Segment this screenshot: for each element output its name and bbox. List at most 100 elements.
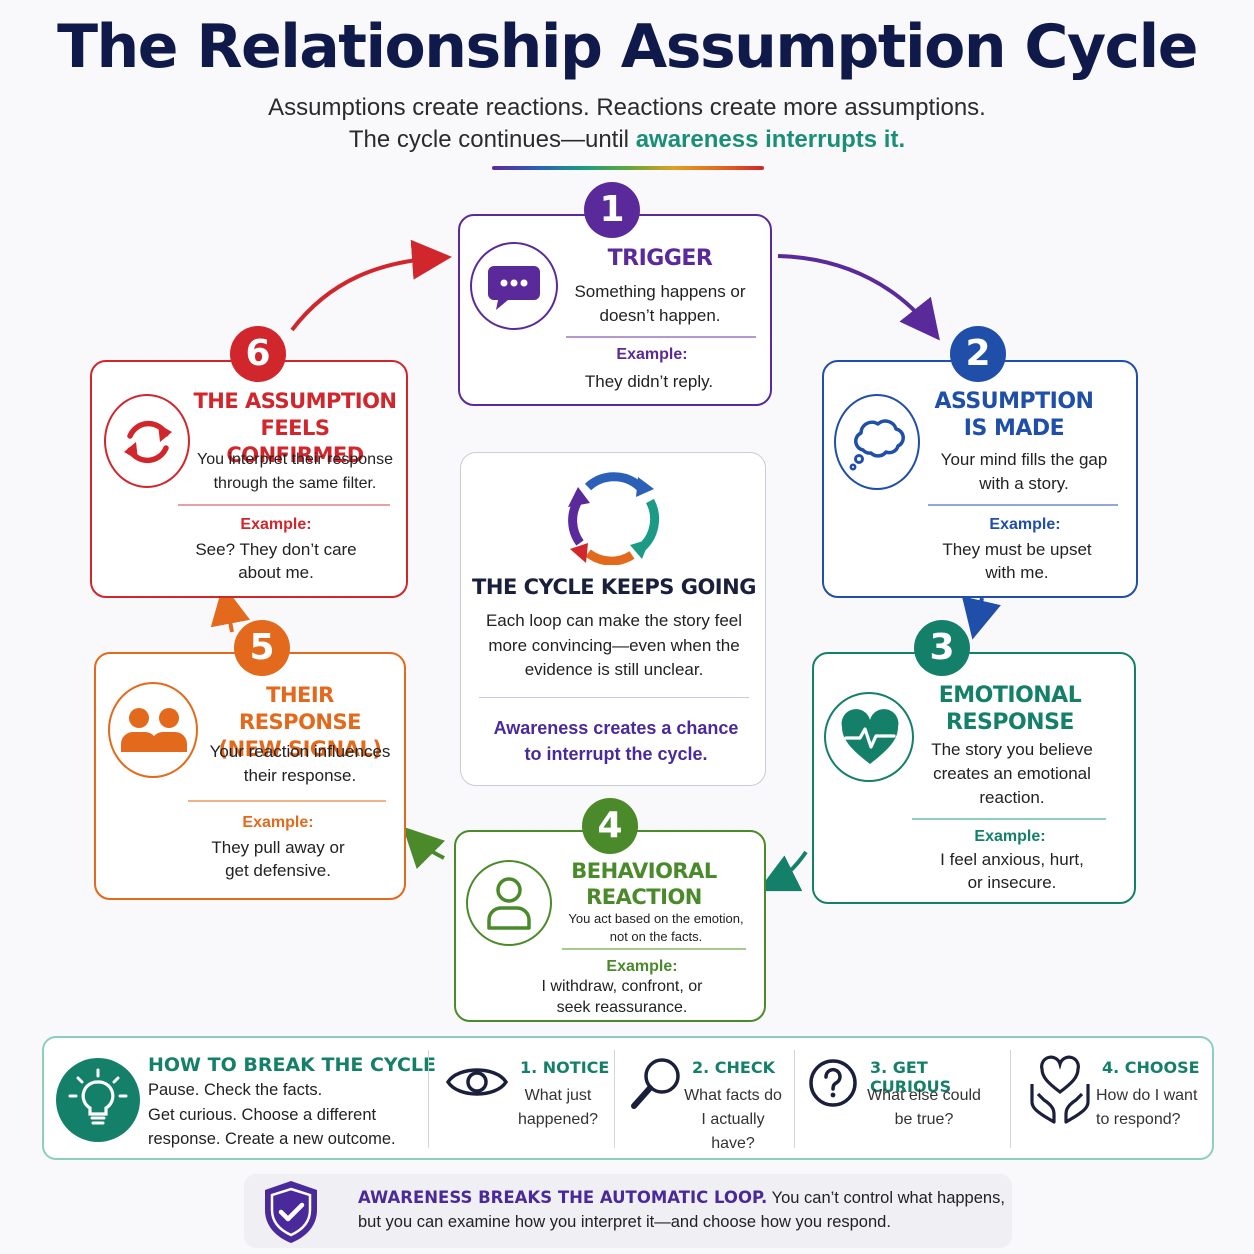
subtitle-line-2: The cycle continues—until awareness inte… (0, 124, 1254, 156)
eye-icon (446, 1068, 508, 1096)
divider (794, 1050, 795, 1148)
confirmed-icon-ring (104, 394, 190, 488)
subtitle: Assumptions create reactions. Reactions … (0, 92, 1254, 156)
subtitle-highlight: awareness interrupts it. (635, 126, 906, 153)
arrow-2-to-3 (961, 596, 1001, 640)
step-badge-4: 4 (582, 798, 638, 854)
behavioral-separator (562, 948, 746, 950)
behavioral-body: You act based on the emotion,not on the … (568, 911, 744, 944)
trigger-title: TRIGGER (607, 246, 713, 271)
divider (614, 1050, 615, 1148)
divider (428, 1050, 429, 1148)
emotional-icon-ring (824, 692, 914, 782)
person-icon (487, 877, 531, 930)
magnifier-icon (631, 1058, 680, 1109)
trigger-icon-ring (470, 242, 558, 330)
footer-banner: AWARENESS BREAKS THE AUTOMATIC LOOP. You… (244, 1174, 1012, 1248)
thought-cloud-icon (849, 419, 905, 471)
two-people-icon (121, 708, 187, 752)
step-badge-1: 1 (584, 182, 640, 238)
page-title: The Relationship Assumption Cycle (57, 12, 1198, 82)
break-cycle-body: Pause. Check the facts.Get curious. Choo… (148, 1081, 396, 1148)
emotional-separator (912, 818, 1106, 820)
check-title: 2. CHECK (692, 1058, 775, 1077)
assumption-icon-ring (834, 394, 920, 490)
behavioral-icon-ring (466, 860, 552, 946)
arrow-3-to-4 (757, 850, 808, 892)
question-icon (809, 1059, 857, 1107)
heart-hands-icon (1030, 1055, 1090, 1124)
footer-text-2: but you can examine how you interpret it… (358, 1213, 891, 1231)
center-separator (479, 697, 749, 698)
step-card-their-response: THEIR RESPONSE(NEW SIGNAL) Your reaction… (94, 652, 406, 900)
response-icon-ring (108, 682, 198, 778)
response-title: THEIR RESPONSE(NEW SIGNAL) (218, 683, 382, 761)
center-title: THE CYCLE KEEPS GOING (472, 575, 756, 599)
step-badge-5: 5 (234, 620, 290, 676)
footer-text-1: You can’t control what happens, (771, 1189, 1005, 1207)
step-badge-2: 2 (950, 326, 1006, 382)
subtitle-line-2-prefix: The cycle continues—until (348, 126, 636, 153)
heartbeat-icon (841, 709, 899, 764)
arrow-6-to-1 (290, 239, 452, 332)
cycle-icon (568, 472, 660, 565)
emotional-example-label: Example: (974, 828, 1046, 845)
curious-title: 3. GET CURIOUS (870, 1058, 952, 1096)
assumption-separator (928, 504, 1118, 506)
behavioral-example-label: Example: (606, 958, 678, 975)
arrow-1-to-2 (777, 254, 940, 341)
chat-bubble-icon (488, 266, 540, 310)
arrow-5-to-6 (210, 584, 251, 633)
subtitle-line-1: Assumptions create reactions. Reactions … (268, 94, 986, 121)
rainbow-divider (492, 166, 764, 170)
shield-check-icon (265, 1181, 317, 1243)
lightbulb-icon (68, 1068, 128, 1125)
confirmed-separator (178, 504, 390, 506)
arrow-4-to-5 (402, 826, 446, 870)
trigger-example: They didn’t reply. (584, 372, 714, 391)
footer-bold: AWARENESS BREAKS THE AUTOMATIC LOOP. (358, 1188, 768, 1207)
break-cycle-panel: HOW TO BREAK THE CYCLE Pause. Check the … (42, 1036, 1214, 1160)
assumption-example-label: Example: (989, 516, 1061, 533)
break-cycle-title: HOW TO BREAK THE CYCLE (148, 1054, 436, 1076)
refresh-icon (124, 420, 172, 464)
emotional-example: I feel anxious, hurt,or insecure. (940, 850, 1084, 892)
choose-title: 4. CHOOSE (1102, 1058, 1200, 1077)
response-separator (188, 800, 386, 802)
step-badge-6: 6 (230, 326, 286, 382)
step-badge-3: 3 (914, 620, 970, 676)
lightbulb-badge (56, 1058, 140, 1142)
trigger-example-label: Example: (616, 346, 688, 363)
confirmed-example-label: Example: (240, 516, 312, 533)
center-card: THE CYCLE KEEPS GOING Each loop can make… (460, 452, 766, 786)
notice-title: 1. NOTICE (520, 1058, 610, 1077)
divider (1010, 1050, 1011, 1148)
